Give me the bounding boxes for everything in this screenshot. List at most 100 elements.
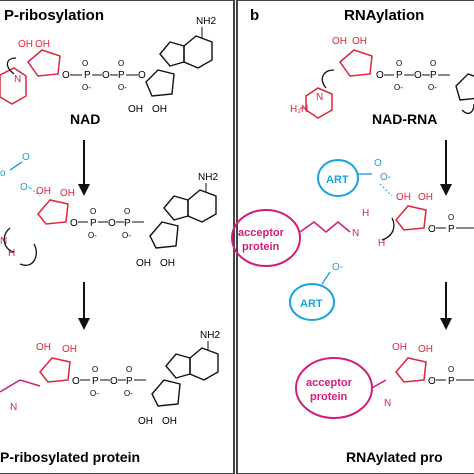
panel-b-arrow-1 [440, 140, 452, 196]
art-enzyme-top: ART O O- [317, 158, 393, 197]
b-int-p-o: O [448, 213, 454, 222]
int-p-o-minus-1: O- [88, 231, 97, 240]
prod-p-o-minus-1: O- [90, 389, 99, 398]
carboxylate-o-minus: O- [20, 182, 31, 193]
prod-p-1: P [92, 376, 99, 387]
phosphate-o-minus-1: O- [82, 83, 91, 92]
panel-a-product-label: P-ribosylated protein [0, 449, 140, 465]
int-p-o-2: O [124, 207, 130, 216]
panel-b-letter: b [250, 7, 259, 24]
acceptor-bottom-line2: protein [310, 391, 348, 403]
panel-a-arrow-1 [78, 140, 90, 196]
art-top-o-minus: O- [380, 172, 391, 183]
b-prod-p: P [448, 376, 455, 387]
b-prod-arg-n: N [384, 398, 391, 409]
panel-a-nad-label: NAD [70, 111, 100, 127]
b-prod-p-o: O [448, 365, 454, 374]
b-int-bridge-o: O [428, 224, 436, 235]
int-adenine-nh2: NH2 [198, 172, 218, 183]
bridge-oxygen: O [62, 70, 70, 81]
art-bottom-o-minus: O- [332, 262, 343, 273]
nicotinamide-n-plus: N [14, 74, 21, 85]
panel-b-product: acceptor protein N OH OH O P O [295, 342, 474, 419]
acceptor-top-line1: acceptor [238, 227, 285, 239]
b-prod-bridge-o: O [428, 376, 436, 387]
prod-bridge-o: O [72, 376, 80, 387]
phosphorus-2: P [118, 70, 125, 81]
panel-b-title: RNAylation [344, 7, 424, 24]
phosphate-o-2: O [118, 59, 124, 68]
oxo-ribose-oh-1: OH [36, 186, 51, 197]
acceptor-bottom-line1: acceptor [306, 377, 353, 389]
b-carboxamide: H₂N [290, 104, 308, 115]
panel-b-arrow-2 [440, 282, 452, 330]
prod-p-o-1: O [92, 365, 98, 374]
panel-a-title: P-ribosylation [4, 7, 104, 24]
adenosine-oh-2: OH [152, 104, 167, 115]
art-label-bottom: ART [300, 298, 323, 310]
panel-b-nad-rna-structure: N H₂N OH OH O P O O- O P O O- [290, 36, 474, 119]
arg-h: H [8, 248, 15, 259]
panel-a-product: OH OH N O P O O- O P O O- OH OH NH2 [0, 330, 220, 427]
panel-b-product-label: RNAylated pro [346, 449, 443, 465]
b-arg-n: N [352, 228, 359, 239]
prod-adenine-nh2: NH2 [200, 330, 220, 341]
prod-ad-oh-1: OH [138, 416, 153, 427]
b-p-2: P [430, 70, 437, 81]
art-label-top: ART [326, 174, 349, 186]
prod-ad-oh-2: OH [162, 416, 177, 427]
prod-ribose-oh-2: OH [62, 344, 77, 355]
prod-arg-n: N [10, 402, 17, 413]
phosphate-o-1: O [82, 59, 88, 68]
prod-p-2: P [126, 376, 133, 387]
b-arg-h2: H [378, 238, 385, 249]
panel-b-nad-rna-label: NAD-RNA [372, 111, 437, 127]
b-p-o-2: O [430, 59, 436, 68]
adenine-nh2: NH2 [196, 16, 216, 27]
prod-bridge-o-2: O [110, 376, 118, 387]
b-bridge-o-2: O [414, 70, 422, 81]
b-bridge-o: O [376, 70, 384, 81]
b-ribose-oh-2: OH [352, 36, 367, 47]
art-enzyme-bottom: ART O- [289, 262, 343, 321]
ribose-oh-right: OH [35, 39, 50, 50]
b-p-o-minus-1: O- [394, 83, 403, 92]
b-ribose-oh-1: OH [332, 36, 347, 47]
int-p-1: P [90, 218, 97, 229]
oxo-ribose-oh-2: OH [60, 188, 75, 199]
bridge-oxygen-2: O [102, 70, 110, 81]
phosphorus-1: P [84, 70, 91, 81]
prod-p-o-minus-2: O- [124, 389, 133, 398]
panel-b-intermediate: OH OH O P O [395, 192, 474, 235]
b-prod-oh-1: OH [392, 342, 407, 353]
int-p-o-minus-2: O- [122, 231, 131, 240]
carboxylate-o: O [22, 152, 30, 163]
b-p-o-minus-2: O- [428, 83, 437, 92]
b-oxo-oh-1: OH [396, 192, 411, 203]
prod-p-o-2: O [126, 365, 132, 374]
panel-a-nad-structure: N OH OH O P O O- O P O O- O OH OH NH2 [0, 16, 216, 115]
ribose-oh-left: OH [18, 39, 33, 50]
int-bridge-o: O [70, 218, 78, 229]
phosphate-o-minus-2: O- [118, 83, 127, 92]
acceptor-protein-top: acceptor protein N H H [231, 208, 395, 267]
b-int-p: P [448, 224, 455, 235]
int-bridge-o-2: O [108, 218, 116, 229]
arg-n: N [0, 236, 7, 247]
b-p-1: P [396, 70, 403, 81]
int-ad-oh-2: OH [160, 258, 175, 269]
panel-a-frame [0, 0, 235, 474]
b-arg-h1: H [362, 208, 369, 219]
panel-b-frame [236, 0, 474, 474]
art-top-o: O [374, 158, 382, 169]
acceptor-top-line2: protein [242, 241, 280, 253]
prod-ribose-oh-1: OH [36, 342, 51, 353]
b-prod-oh-2: OH [418, 344, 433, 355]
b-nicotinamide-n: N [316, 92, 323, 103]
art-fragment: o [0, 168, 6, 179]
adenosine-oh-1: OH [128, 104, 143, 115]
int-p-2: P [124, 218, 131, 229]
int-p-o-1: O [90, 207, 96, 216]
int-ad-oh-1: OH [136, 258, 151, 269]
